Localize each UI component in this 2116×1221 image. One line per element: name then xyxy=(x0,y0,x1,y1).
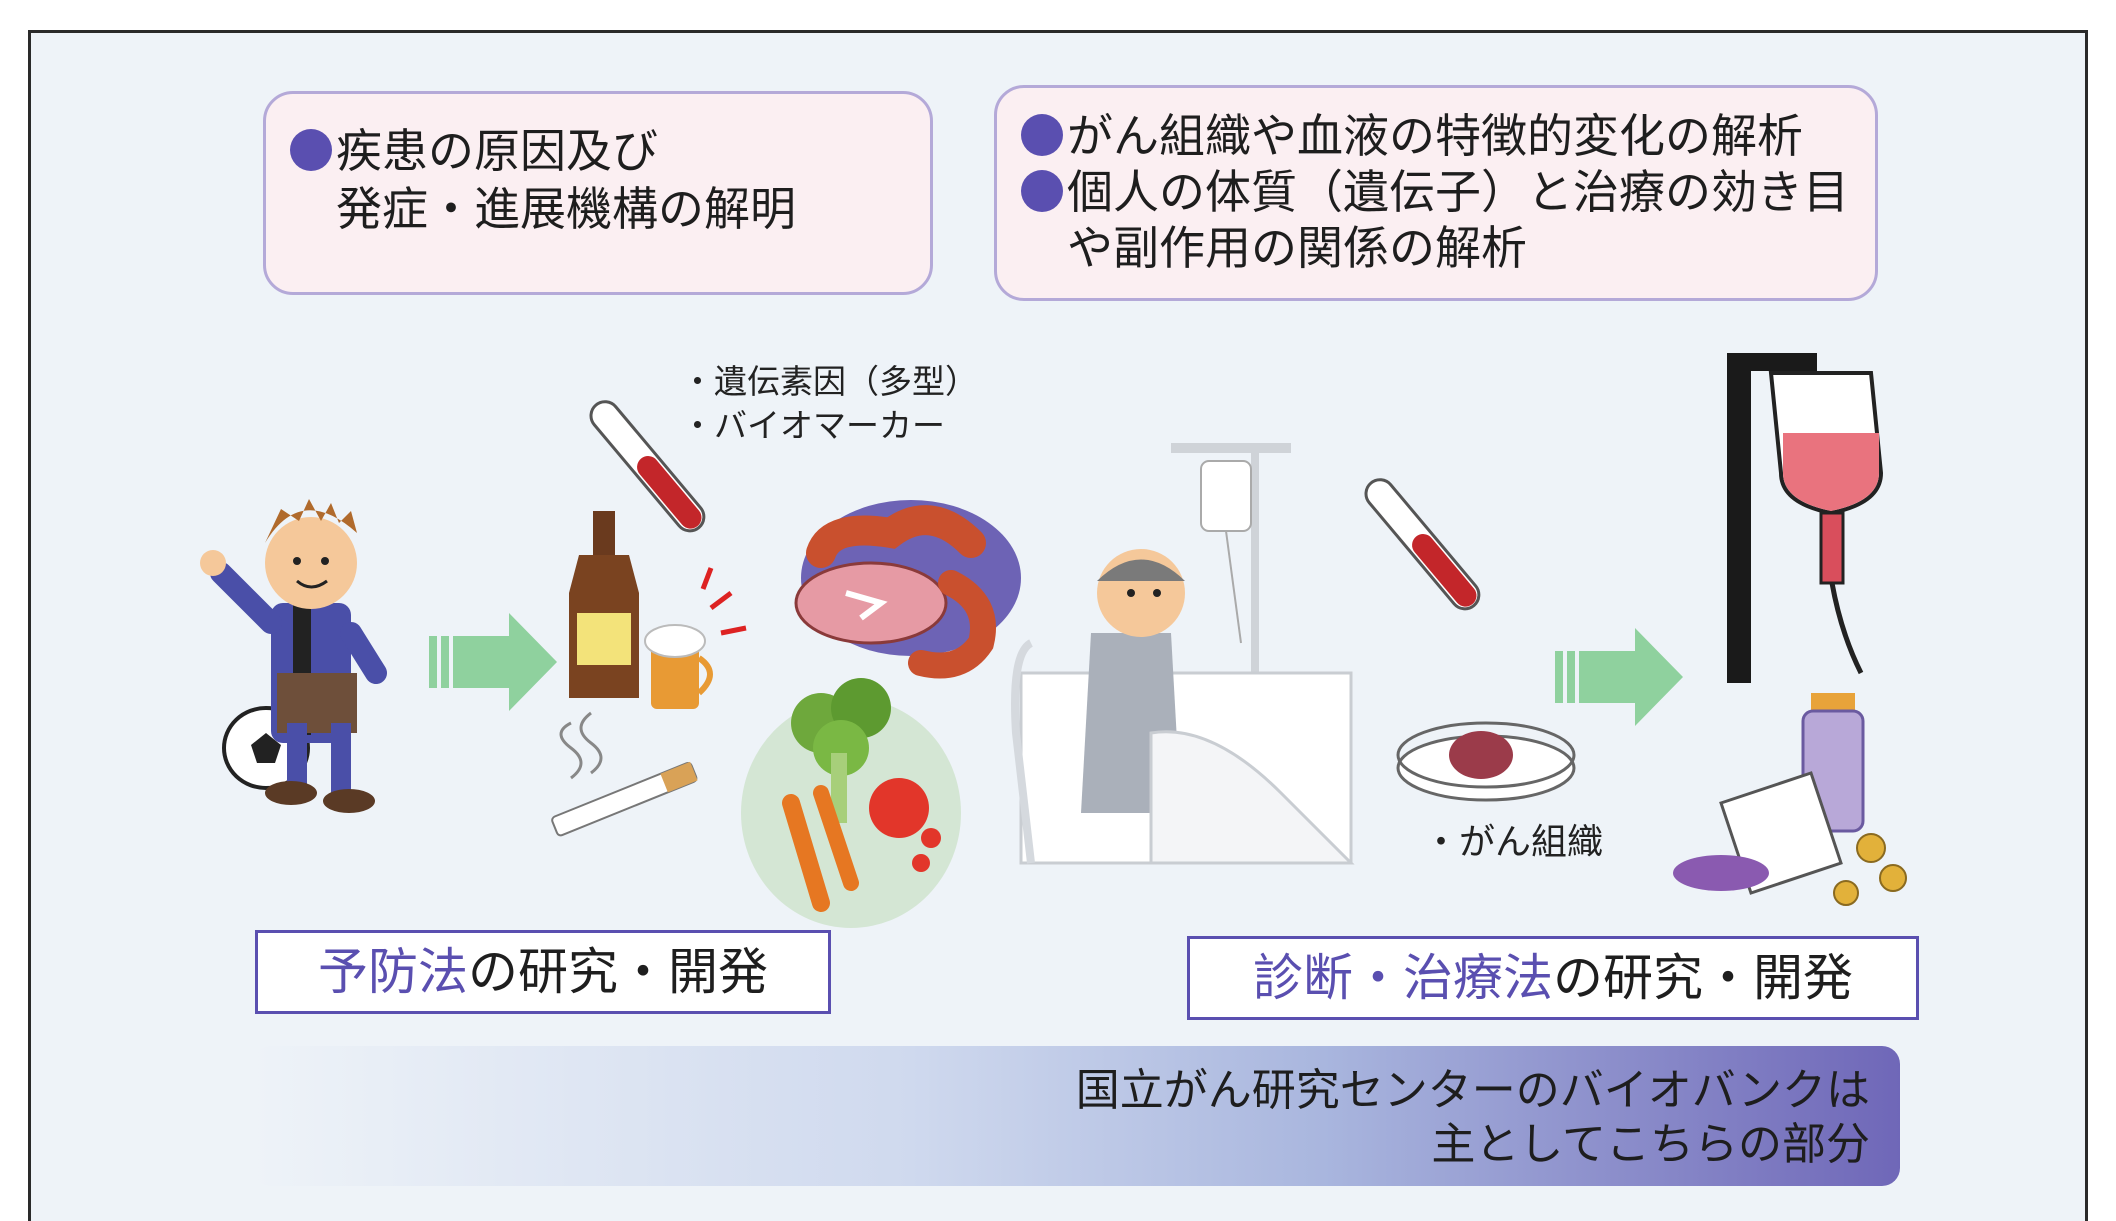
callout-line: 疾患の原因及び xyxy=(290,122,906,180)
illustrations xyxy=(200,353,1907,928)
boy-illustration xyxy=(200,499,387,813)
arrow-icon xyxy=(1555,628,1683,726)
test-tube-icon xyxy=(589,400,706,533)
meat-illustration xyxy=(794,500,1021,679)
callout-line: 個人の体質（遺伝子）と治療の効き目 xyxy=(1021,164,1851,220)
callout-text: 疾患の原因及び xyxy=(336,124,658,178)
prevention-research-box: 予防法の研究・開発 xyxy=(255,930,831,1014)
treatment-highlight: 診断・治療法 xyxy=(1253,949,1553,1007)
prevention-rest: の研究・開発 xyxy=(468,943,768,1001)
bullet-icon xyxy=(290,129,332,171)
label-cancer-tissue: ・がん組織 xyxy=(1423,822,1604,863)
treatment-rest: の研究・開発 xyxy=(1553,949,1853,1007)
callout-line: や副作用の関係の解析 xyxy=(1021,220,1851,276)
prevention-highlight: 予防法 xyxy=(318,943,468,1001)
callout-text: 発症・進展機構の解明 xyxy=(336,182,796,236)
biobank-note-line2: 主としてこちらの部分 xyxy=(1431,1119,1870,1170)
callout-analysis: がん組織や血液の特徴的変化の解析 個人の体質（遺伝子）と治療の効き目 や副作用の… xyxy=(994,85,1878,301)
petri-dish-icon xyxy=(1396,721,1576,802)
label-biomarker: ・バイオマーカー xyxy=(681,406,945,445)
bullet-icon xyxy=(1021,114,1063,156)
label-genetic-factor: ・遺伝素因（多型） xyxy=(681,362,978,401)
vegetables-illustration xyxy=(741,678,961,928)
callout-text: がん組織や血液の特徴的変化の解析 xyxy=(1067,109,1803,163)
callout-disease-mechanism: 疾患の原因及び 発症・進展機構の解明 xyxy=(263,91,933,295)
bullet-icon xyxy=(1021,170,1063,212)
callout-line: 発症・進展機構の解明 xyxy=(290,180,906,238)
iv-drip-icon xyxy=(1727,353,1884,683)
biobank-note-line1: 国立がん研究センターのバイオバンクは xyxy=(1075,1065,1870,1116)
medicine-illustration xyxy=(1673,693,1907,906)
callout-text: や副作用の関係の解析 xyxy=(1067,221,1527,275)
callout-line: がん組織や血液の特徴的変化の解析 xyxy=(1021,108,1851,164)
diagram-frame: 疾患の原因及び 発症・進展機構の解明 がん組織や血液の特徴的変化の解析 個人の体… xyxy=(28,30,2088,1221)
cigarette-icon xyxy=(551,711,698,837)
alcohol-illustration xyxy=(569,511,747,709)
test-tube-icon xyxy=(1364,478,1481,611)
biobank-note-band: 国立がん研究センターのバイオバンクは 主としてこちらの部分 xyxy=(252,1046,1900,1186)
callout-text: 個人の体質（遺伝子）と治療の効き目 xyxy=(1067,165,1849,219)
patient-illustration xyxy=(1011,443,1355,865)
arrow-icon xyxy=(429,613,557,711)
treatment-research-box: 診断・治療法の研究・開発 xyxy=(1187,936,1919,1020)
